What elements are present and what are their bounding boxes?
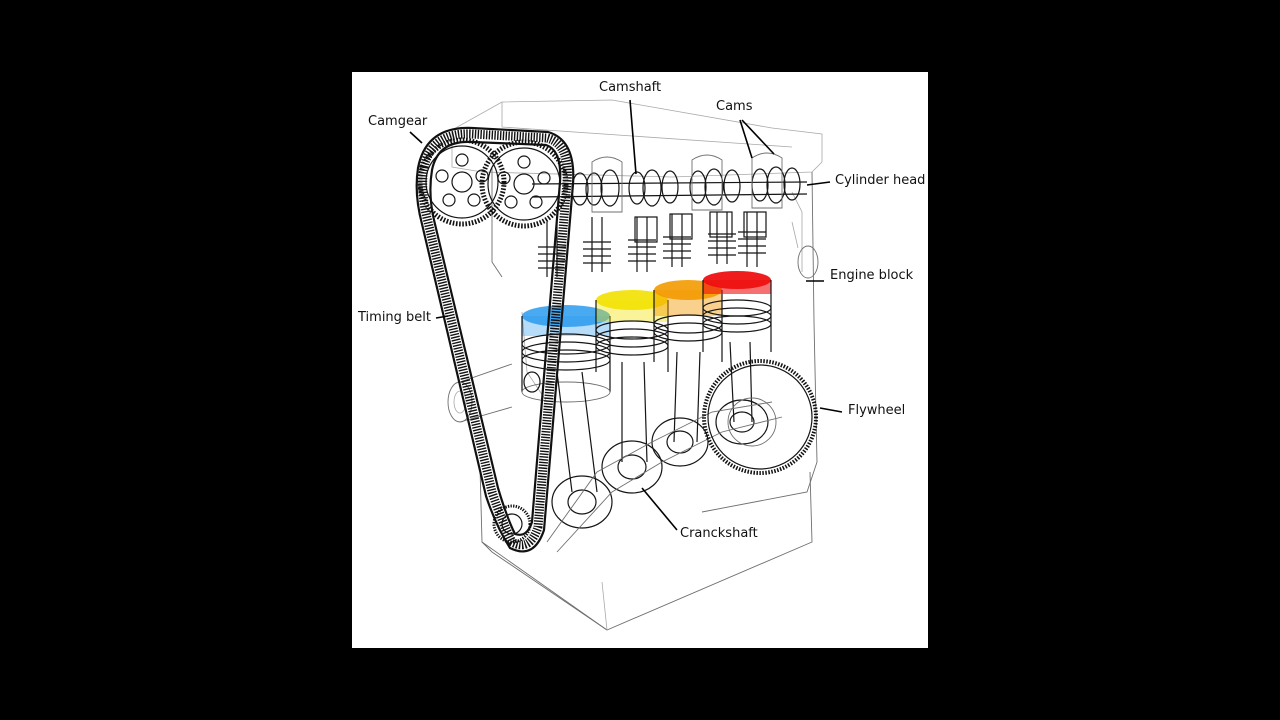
camshaft	[531, 152, 808, 213]
leader-flywheel	[819, 407, 843, 413]
leader-lines	[409, 99, 843, 531]
leader-camgear	[409, 131, 423, 144]
label-flywheel: Flywheel	[848, 403, 906, 418]
piston-4	[702, 271, 772, 352]
label-camgear: Camgear	[368, 114, 428, 129]
camgear-front	[417, 137, 507, 227]
pistons	[521, 271, 772, 403]
label-engine-block: Engine block	[830, 268, 914, 283]
label-camshaft: Camshaft	[599, 80, 662, 95]
piston-1	[521, 305, 611, 403]
leader-timing-belt	[435, 315, 449, 319]
label-timing-belt: Timing belt	[358, 310, 432, 325]
valves	[538, 211, 767, 277]
engine-diagram	[409, 99, 843, 631]
flywheel	[702, 359, 818, 475]
leader-cams-a	[739, 119, 753, 159]
piston-1-top	[522, 305, 610, 327]
piston-2	[595, 290, 669, 372]
label-crankshaft: Cranckshaft	[680, 526, 758, 541]
leader-crankshaft	[641, 487, 678, 531]
leader-camshaft	[629, 99, 637, 175]
label-cams: Cams	[716, 99, 753, 114]
leader-cylinder-head	[806, 181, 831, 186]
label-cylinder-head: Cylinder head	[835, 173, 926, 188]
diagram-panel: Camgear Camshaft Cams Cylinder head Engi…	[352, 72, 928, 648]
timing-belt	[415, 126, 575, 553]
leader-cams-b	[741, 119, 775, 155]
camgears	[417, 137, 569, 229]
piston-2-top	[596, 290, 668, 310]
